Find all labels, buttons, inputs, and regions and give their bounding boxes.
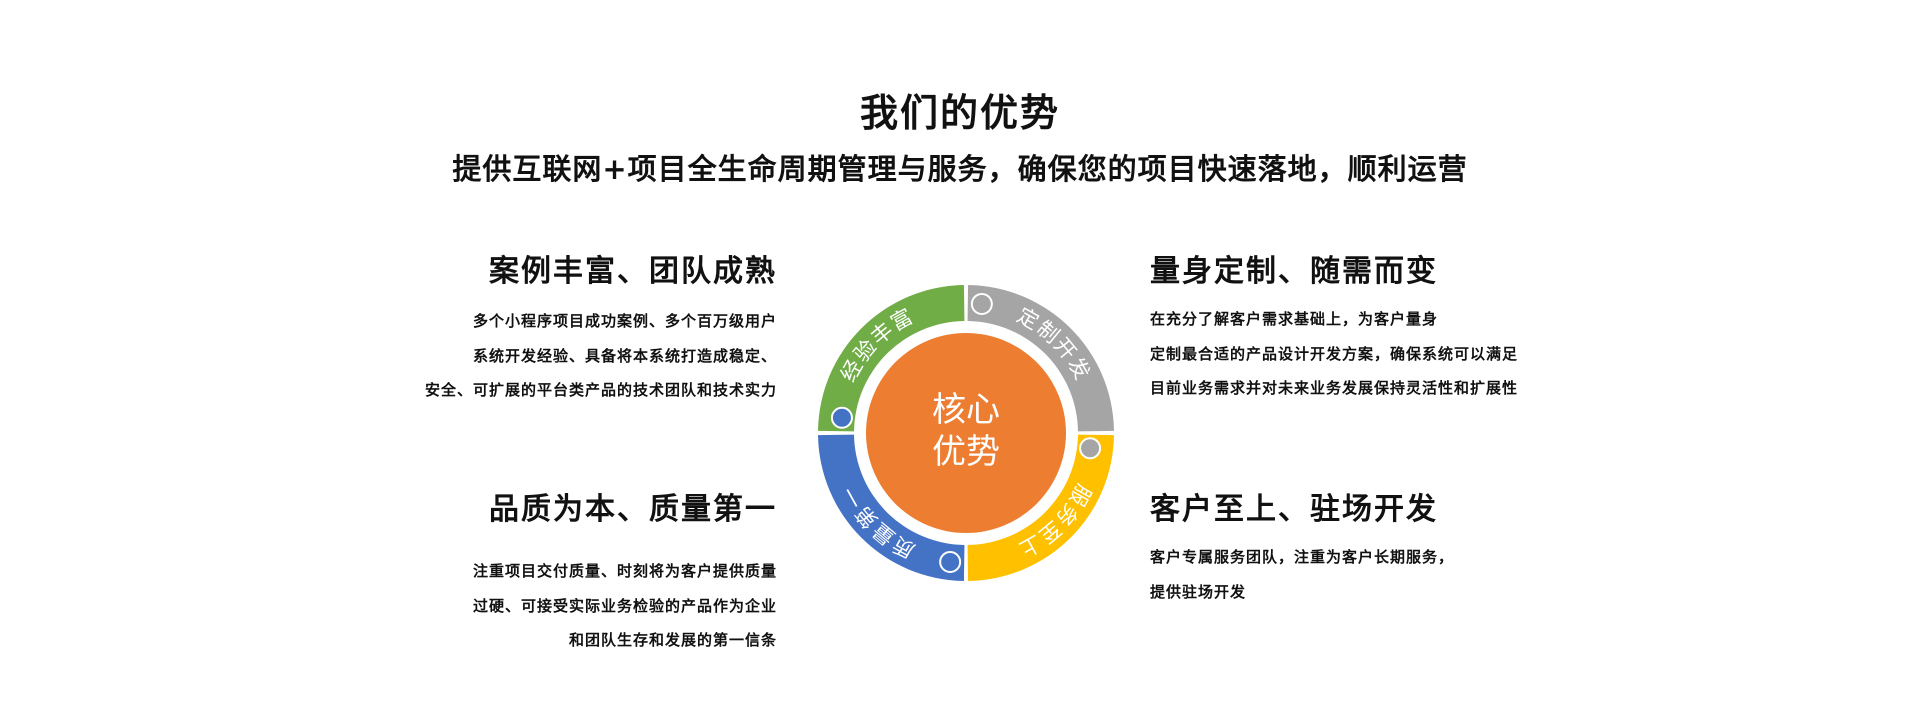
advantage-heading: 案例丰富、团队成熟 — [489, 254, 777, 289]
puzzle-knob — [1079, 437, 1102, 460]
advantage-line: 提供驻场开发 — [1150, 582, 1247, 601]
page-subtitle: 提供互联网+项目全生命周期管理与服务，确保您的项目快速落地，顺利运营 — [452, 152, 1468, 186]
core-advantages-diagram: 核心 优势 经验丰富定制开发服务至上质量第一 — [818, 285, 1114, 581]
segment-quality — [818, 434, 965, 581]
advantage-customer-first: 客户至上、驻场开发 客户专属服务团队，注重为客户长期服务， 提供驻场开发 — [1150, 488, 1670, 609]
advantage-quality: 品质为本、质量第一 注重项目交付质量、时刻将为客户提供质量 过硬、可接受实际业务… — [257, 488, 777, 658]
advantage-heading: 客户至上、驻场开发 — [1150, 492, 1438, 527]
center-label-line1: 核心 — [932, 390, 1000, 430]
advantage-line: 过硬、可接受实际业务检验的产品作为企业 — [472, 596, 777, 615]
segment-customization — [967, 285, 1114, 432]
segment-experience — [818, 285, 965, 432]
page-title: 我们的优势 — [859, 91, 1060, 135]
puzzle-knob — [970, 292, 993, 315]
advantage-rich-cases: 案例丰富、团队成熟 多个小程序项目成功案例、多个百万级用户 系统开发经验、具备将… — [257, 250, 777, 408]
advantage-heading: 品质为本、质量第一 — [489, 492, 777, 527]
center-circle — [866, 333, 1066, 533]
segment-service — [967, 434, 1114, 581]
advantage-line: 目前业务需求并对未来业务发展保持灵活性和扩展性 — [1150, 379, 1519, 397]
advantage-customization: 量身定制、随需而变 在充分了解客户需求基础上，为客户量身 定制最合适的产品设计开… — [1150, 250, 1710, 406]
advantage-line: 系统开发经验、具备将本系统打造成稳定、 — [472, 346, 777, 365]
advantage-line: 注重项目交付质量、时刻将为客户提供质量 — [472, 562, 777, 580]
advantage-line: 和团队生存和发展的第一信条 — [568, 631, 777, 649]
puzzle-knob — [939, 551, 962, 574]
advantage-line: 多个小程序项目成功案例、多个百万级用户 — [472, 312, 777, 330]
advantage-line: 安全、可扩展的平台类产品的技术团队和技术实力 — [424, 381, 777, 399]
advantage-line: 定制最合适的产品设计开发方案，确保系统可以满足 — [1150, 344, 1519, 363]
puzzle-knob — [830, 406, 853, 429]
advantage-line: 客户专属服务团队，注重为客户长期服务， — [1150, 548, 1455, 566]
advantage-heading: 量身定制、随需而变 — [1150, 254, 1438, 289]
center-label-line2: 优势 — [932, 432, 1000, 472]
advantage-line: 在充分了解客户需求基础上，为客户量身 — [1150, 310, 1439, 328]
